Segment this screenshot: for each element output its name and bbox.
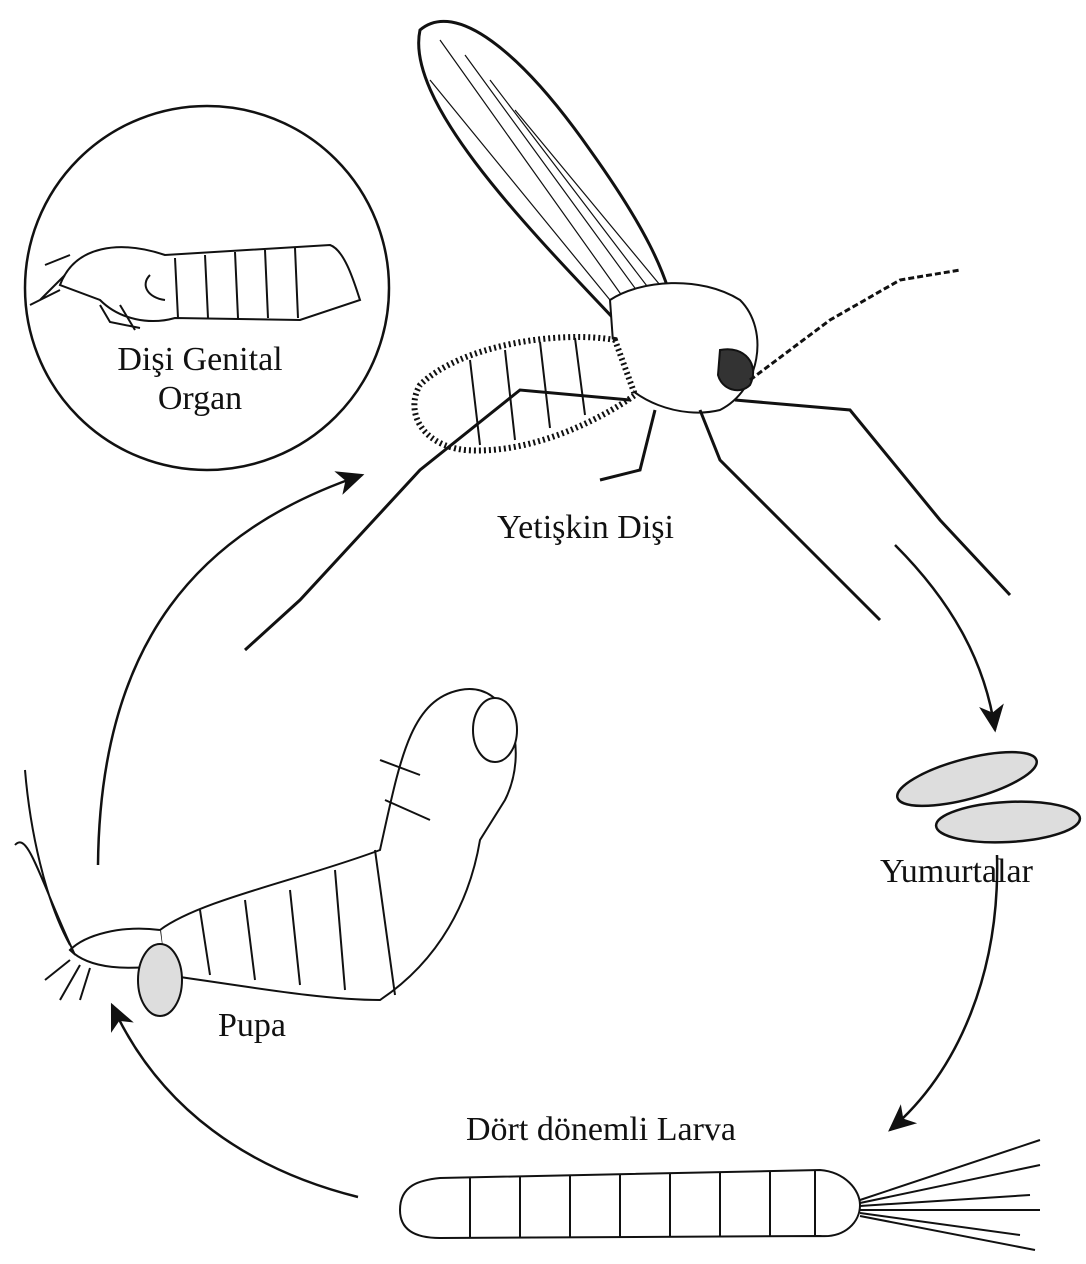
larva-tail-bristles — [860, 1140, 1040, 1250]
fly-wing — [419, 21, 675, 320]
pupa-label: Pupa — [218, 1006, 286, 1045]
pupa-bristles — [15, 770, 90, 1000]
larva — [400, 1140, 1040, 1250]
genital-organ-label-line2: Organ — [0, 379, 400, 418]
fly-leg-2 — [700, 410, 880, 620]
pupa — [15, 689, 517, 1016]
arrow-eggs-to-larva — [890, 855, 997, 1130]
pupa-head — [473, 698, 517, 762]
genital-organ-label-line1: Dişi Genital — [0, 340, 400, 379]
pupa-body — [160, 689, 516, 1000]
fly-leg-4 — [600, 410, 655, 480]
eggs — [892, 741, 1081, 846]
arrow-adult-to-eggs — [895, 545, 995, 730]
fly-antenna — [750, 270, 960, 380]
genital-organ-label: Dişi Genital Organ — [0, 340, 400, 418]
arrow-pupa-to-adult — [98, 475, 362, 865]
eggs-label: Yumurtalar — [880, 852, 1033, 891]
egg-2 — [935, 798, 1081, 845]
adult-female-label: Yetişkin Dişi — [497, 508, 674, 547]
adult-female-fly — [245, 21, 1010, 650]
larva-label: Dört dönemli Larva — [466, 1110, 736, 1149]
cycle-arrows — [98, 475, 997, 1197]
fly-leg-3 — [735, 400, 1010, 595]
fly-abdomen — [414, 337, 635, 450]
